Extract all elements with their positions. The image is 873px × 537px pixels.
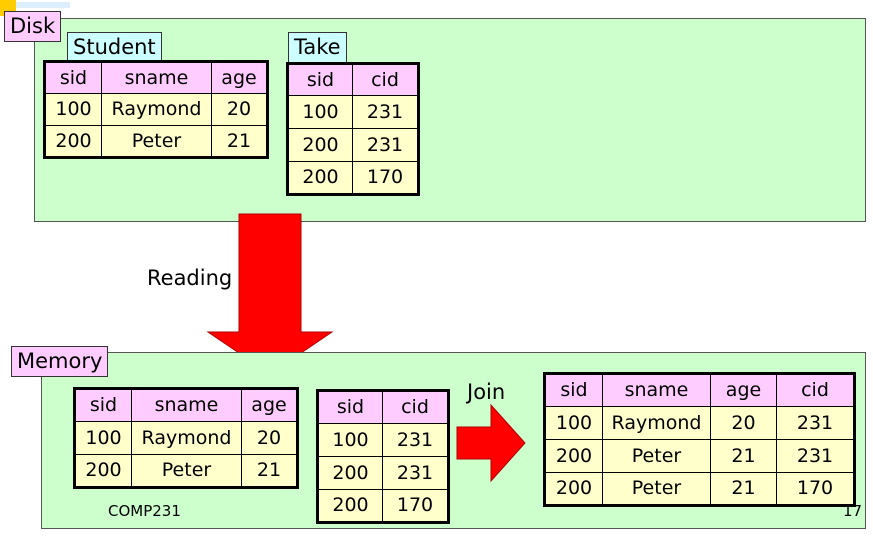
column-header: sid xyxy=(544,373,603,407)
table-cell: 231 xyxy=(776,406,855,440)
table-cell: 231 xyxy=(352,95,419,129)
column-header: age xyxy=(241,388,298,422)
table-header-row: sid sname age xyxy=(74,388,298,422)
column-header: sname xyxy=(602,373,711,407)
table-row: 100 231 xyxy=(287,95,419,129)
table-cell: 100 xyxy=(317,423,383,457)
table-cell: Raymond xyxy=(131,421,242,455)
table-cell: 20 xyxy=(710,406,777,440)
table-cell: 200 xyxy=(287,161,353,195)
table-header-row: sid cid xyxy=(287,63,419,96)
table-row: 200 Peter 21 xyxy=(44,125,268,158)
table-cell: 170 xyxy=(352,161,419,195)
table-cell: 100 xyxy=(74,421,132,455)
student-relation-label: Student xyxy=(67,32,162,63)
table-cell: 170 xyxy=(776,472,855,506)
reading-label: Reading xyxy=(147,266,233,290)
table-cell: Raymond xyxy=(602,406,711,440)
table-row: 200 231 xyxy=(317,456,449,490)
memory-take-table: sid cid 100 231 200 231 200 170 xyxy=(316,389,450,524)
table-row: 200 Peter 21 170 xyxy=(544,472,855,506)
join-arrow xyxy=(456,403,526,483)
column-header: age xyxy=(211,61,268,94)
column-header: cid xyxy=(382,390,449,424)
disk-take-table: sid cid 100 231 200 231 200 170 xyxy=(286,62,420,196)
table-cell: 200 xyxy=(544,439,603,473)
table-cell: Peter xyxy=(602,439,711,473)
column-header: sname xyxy=(101,61,212,94)
table-row: 200 Peter 21 xyxy=(74,454,298,488)
table-row: 200 170 xyxy=(317,489,449,523)
memory-label: Memory xyxy=(11,346,109,377)
table-cell: Raymond xyxy=(101,93,212,126)
column-header: sid xyxy=(287,63,353,96)
table-row: 100 Raymond 20 xyxy=(74,421,298,455)
table-row: 200 Peter 21 231 xyxy=(544,439,855,473)
disk-label: Disk xyxy=(4,11,62,42)
table-cell: 200 xyxy=(287,128,353,162)
table-row: 100 Raymond 20 231 xyxy=(544,406,855,440)
column-header: sid xyxy=(44,61,102,94)
table-row: 100 231 xyxy=(317,423,449,457)
column-header: cid xyxy=(776,373,855,407)
table-cell: 200 xyxy=(317,456,383,490)
table-header-row: sid cid xyxy=(317,390,449,424)
table-cell: Peter xyxy=(602,472,711,506)
table-cell: 100 xyxy=(544,406,603,440)
column-header: sid xyxy=(74,388,132,422)
table-cell: 21 xyxy=(211,125,268,158)
column-header: cid xyxy=(352,63,419,96)
table-row: 100 Raymond 20 xyxy=(44,93,268,126)
page-number: 17 xyxy=(843,502,863,520)
table-cell: 21 xyxy=(710,439,777,473)
table-cell: 231 xyxy=(352,128,419,162)
table-header-row: sid sname age xyxy=(44,61,268,94)
column-header: sname xyxy=(131,388,242,422)
table-cell: 20 xyxy=(241,421,298,455)
table-row: 200 231 xyxy=(287,128,419,162)
table-header-row: sid sname age cid xyxy=(544,373,855,407)
column-header: age xyxy=(710,373,777,407)
table-row: 200 170 xyxy=(287,161,419,195)
join-label: Join xyxy=(467,380,506,404)
table-cell: 21 xyxy=(241,454,298,488)
table-cell: Peter xyxy=(131,454,242,488)
reading-arrow xyxy=(206,213,334,375)
course-code: COMP231 xyxy=(108,502,181,520)
table-cell: 100 xyxy=(287,95,353,129)
table-cell: 170 xyxy=(382,489,449,523)
take-relation-label: Take xyxy=(288,32,347,63)
join-result-table: sid sname age cid 100 Raymond 20 231 200… xyxy=(543,372,856,507)
table-cell: Peter xyxy=(101,125,212,158)
table-cell: 200 xyxy=(74,454,132,488)
table-cell: 231 xyxy=(382,456,449,490)
table-cell: 200 xyxy=(44,125,102,158)
table-cell: 20 xyxy=(211,93,268,126)
memory-student-table: sid sname age 100 Raymond 20 200 Peter 2… xyxy=(73,387,299,489)
table-cell: 21 xyxy=(710,472,777,506)
table-cell: 200 xyxy=(317,489,383,523)
column-header: sid xyxy=(317,390,383,424)
table-cell: 231 xyxy=(776,439,855,473)
table-cell: 100 xyxy=(44,93,102,126)
table-cell: 200 xyxy=(544,472,603,506)
disk-student-table: sid sname age 100 Raymond 20 200 Peter 2… xyxy=(43,60,269,159)
table-cell: 231 xyxy=(382,423,449,457)
